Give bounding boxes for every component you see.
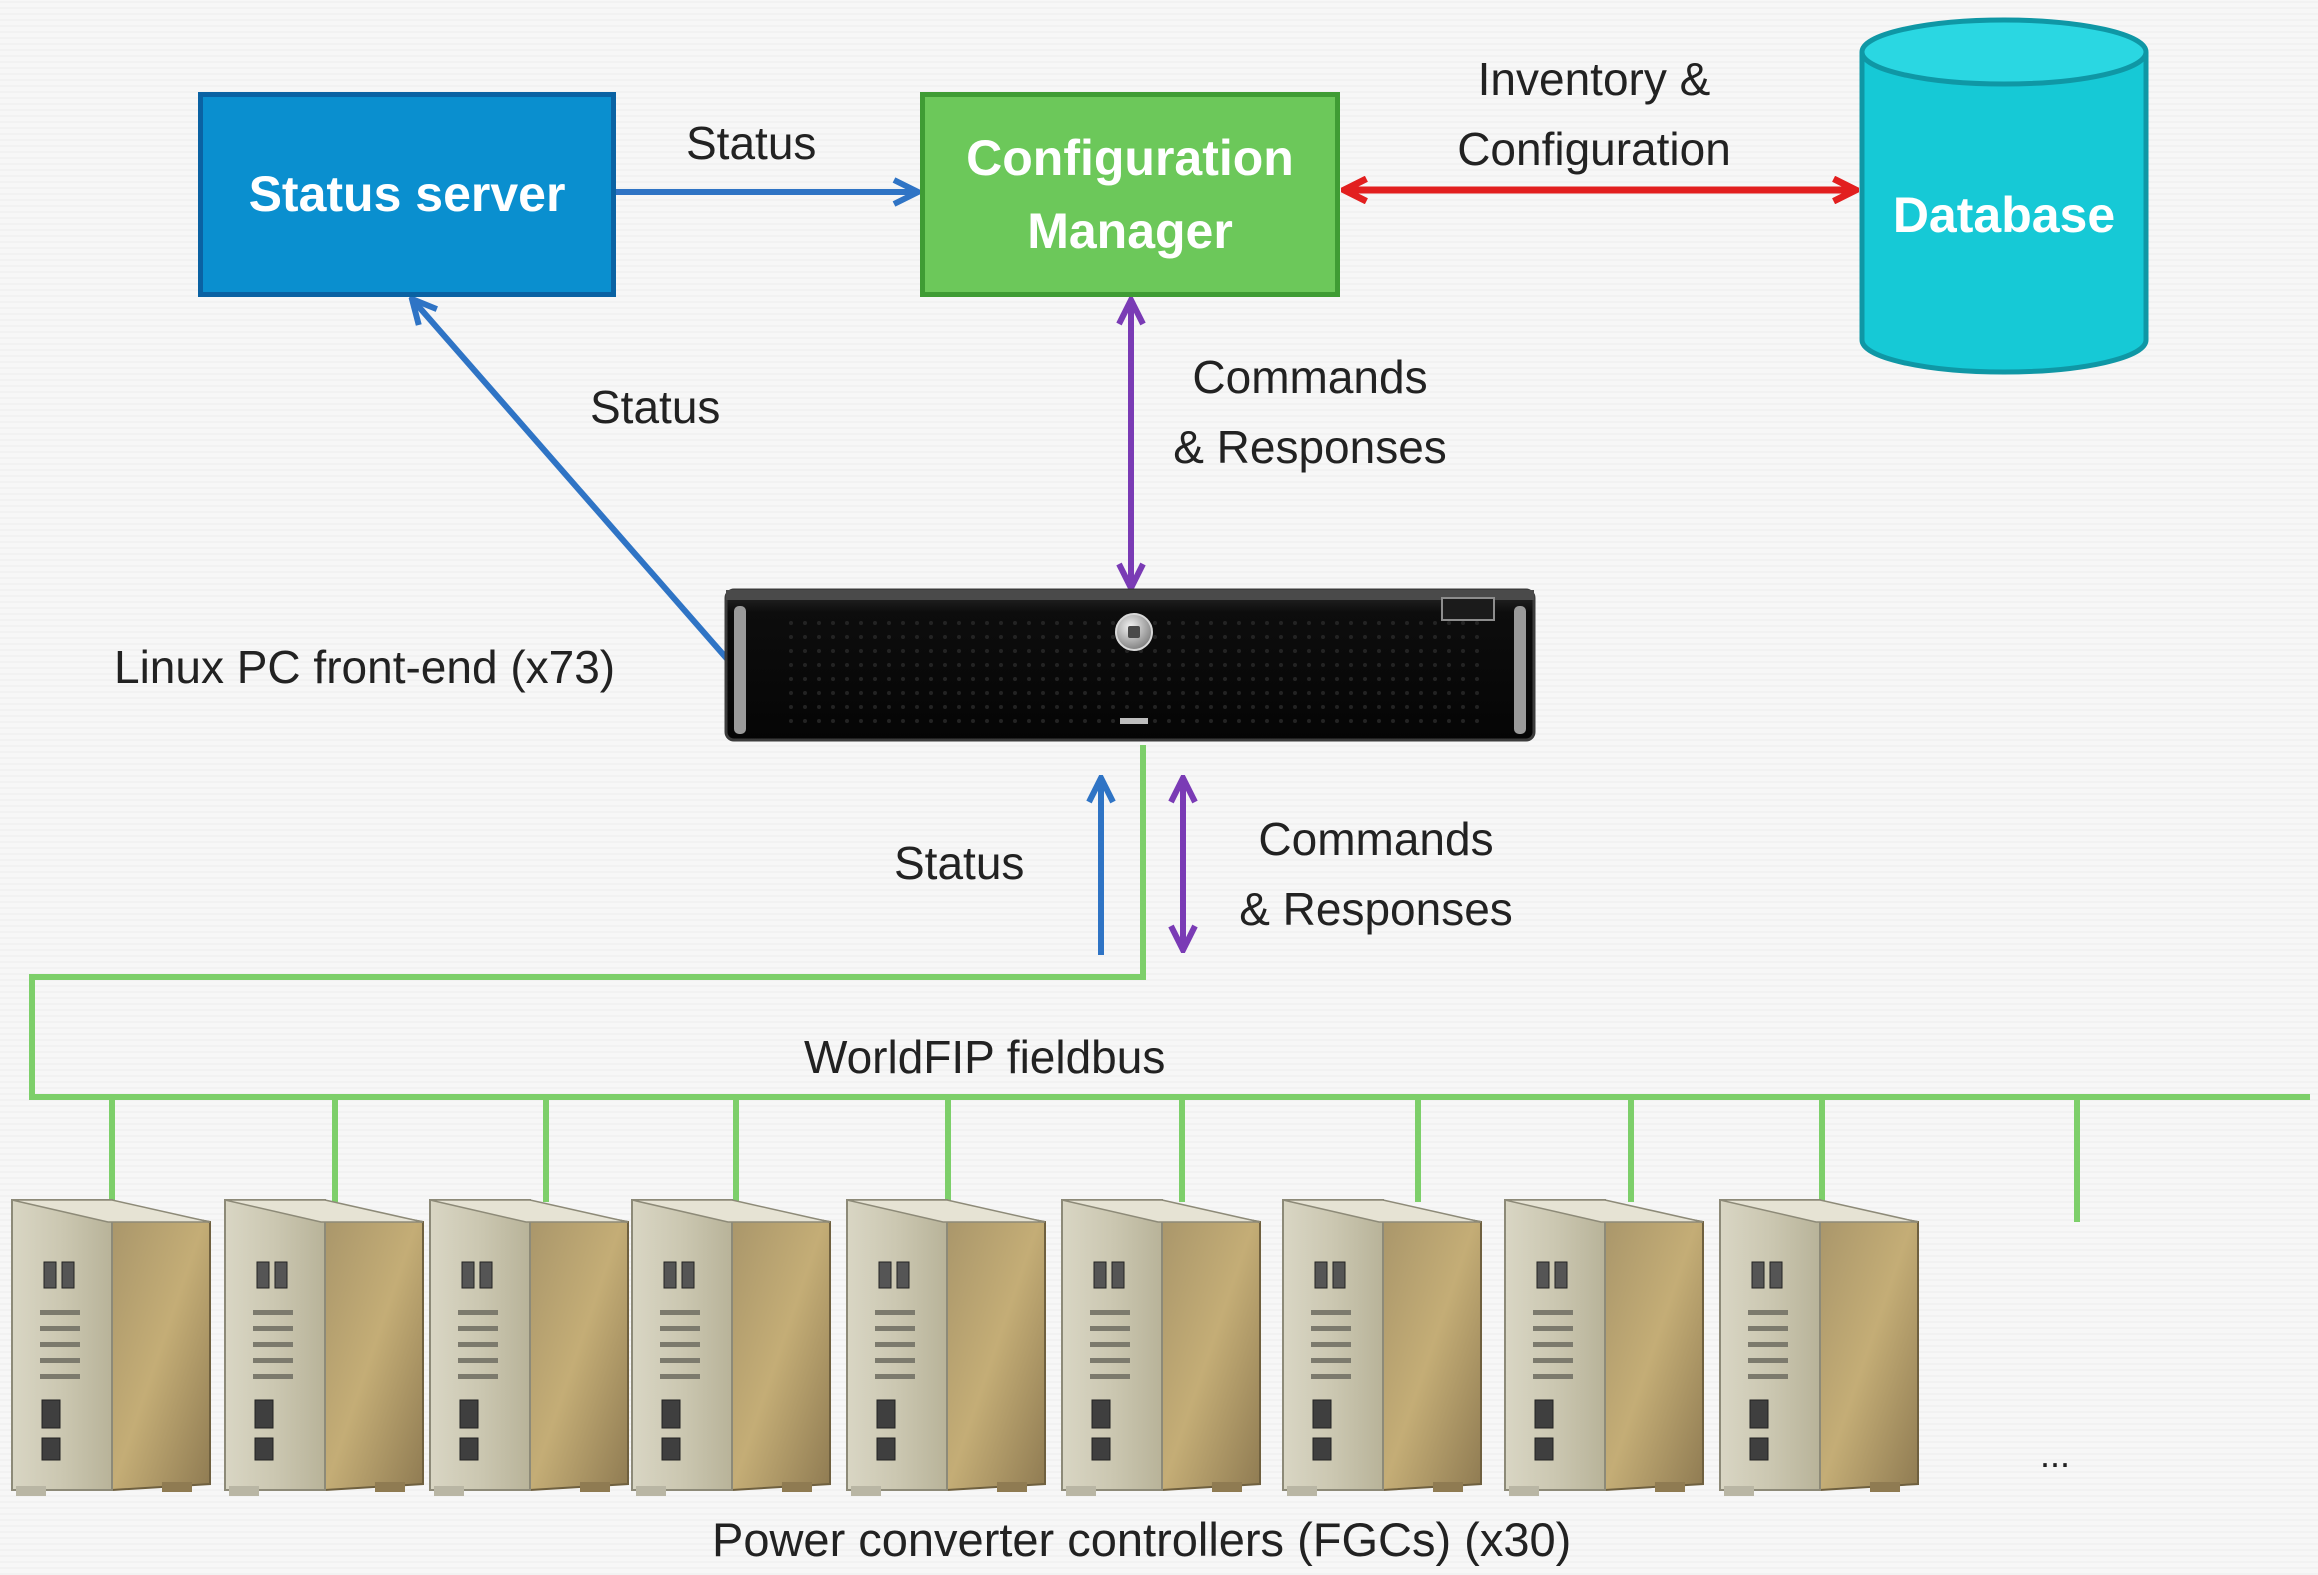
- commands-label-lower-line1: Commands: [1258, 813, 1494, 865]
- commands-responses-label-lower: Commands & Responses: [1216, 804, 1536, 944]
- controllers-label: Power converter controllers (FGCs) (x30): [712, 1513, 1572, 1566]
- power-converter-controller-icon: [631, 1199, 831, 1496]
- power-converter-controller-icon: [429, 1199, 629, 1496]
- power-converter-controller-icon: [11, 1199, 211, 1496]
- power-converter-controller-icon: [846, 1199, 1046, 1496]
- configuration-manager-label-line1: Configuration: [966, 130, 1294, 186]
- inventory-label-line2: Configuration: [1457, 123, 1731, 175]
- power-converter-controller-icon: [224, 1199, 424, 1496]
- power-converter-controller-icon: [1719, 1199, 1919, 1496]
- configuration-manager-label-line2: Manager: [1027, 202, 1233, 259]
- status-arrow-frontend: [412, 299, 731, 662]
- power-converter-controller-icon: [1061, 1199, 1261, 1496]
- worldfip-fieldbus-label: WorldFIP fieldbus: [804, 1031, 1166, 1083]
- database-cylinder-icon: [1859, 17, 2149, 375]
- commands-label-upper-line2: & Responses: [1173, 421, 1447, 473]
- commands-label-upper-line1: Commands: [1192, 351, 1428, 403]
- rack-server-icon: [724, 588, 1536, 742]
- more-controllers-ellipsis: ...: [2040, 1434, 2071, 1475]
- power-converter-controller-icon: [1282, 1199, 1482, 1496]
- commands-responses-label-upper: Commands & Responses: [1150, 342, 1470, 482]
- database-label: Database: [1892, 187, 2116, 243]
- status-server-box: Status server: [198, 92, 616, 297]
- worldfip-fieldbus-lines: [29, 745, 2310, 1222]
- linux-frontend-label: Linux PC front-end (x73): [114, 641, 616, 693]
- status-label-frontend: Status: [590, 381, 721, 433]
- inventory-configuration-label: Inventory & Configuration: [1394, 44, 1794, 184]
- configuration-manager-box: Configuration Manager: [920, 92, 1340, 297]
- status-label-fieldbus: Status: [894, 837, 1025, 889]
- fgc-row: [11, 1199, 1919, 1496]
- power-converter-controller-icon: [1504, 1199, 1704, 1496]
- inventory-label-line1: Inventory &: [1477, 53, 1711, 105]
- commands-label-lower-line2: & Responses: [1239, 883, 1513, 935]
- status-server-label: Status server: [248, 166, 566, 223]
- status-label-top: Status: [686, 117, 817, 169]
